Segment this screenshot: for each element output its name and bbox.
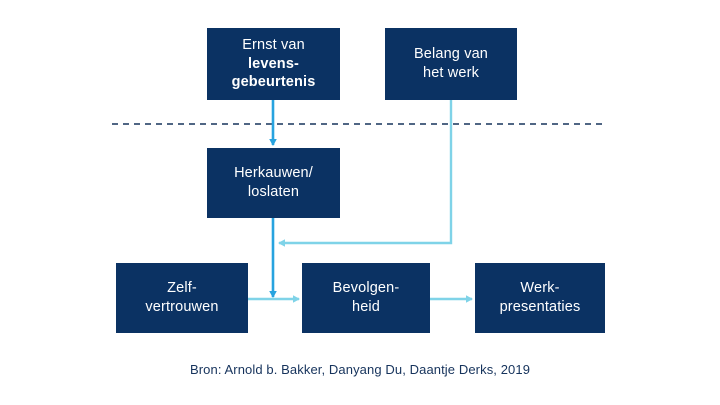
node-line: levens- (247, 55, 300, 72)
node-zelfvertrouwen: Zelf- vertrouwen (116, 263, 248, 333)
node-line: presentaties (499, 299, 581, 315)
node-line: Zelf- (167, 280, 197, 297)
node-line: vertrouwen (145, 299, 219, 315)
node-bevolgenheid: Bevolgen- heid (302, 263, 430, 333)
node-belang-van-het-werk: Belang van het werk (385, 28, 517, 100)
node-line: Bevolgen- (332, 280, 400, 297)
node-line: het werk (423, 65, 479, 81)
node-line: heid (351, 299, 380, 315)
node-line: Belang van (413, 46, 489, 63)
node-line: Ernst van (242, 37, 305, 54)
node-line: gebeurtenis (231, 74, 316, 91)
node-line: Werk- (520, 280, 560, 297)
node-line: loslaten (247, 184, 300, 200)
node-ernst-van-levensgebeurtenis: Ernst van levens- gebeurtenis (207, 28, 340, 100)
node-herkauwen-loslaten: Herkauwen/ loslaten (207, 148, 340, 218)
source-caption: Bron: Arnold b. Bakker, Danyang Du, Daan… (189, 362, 531, 377)
node-werkpresentaties: Werk- presentaties (475, 263, 605, 333)
node-line: Herkauwen/ (234, 165, 313, 182)
